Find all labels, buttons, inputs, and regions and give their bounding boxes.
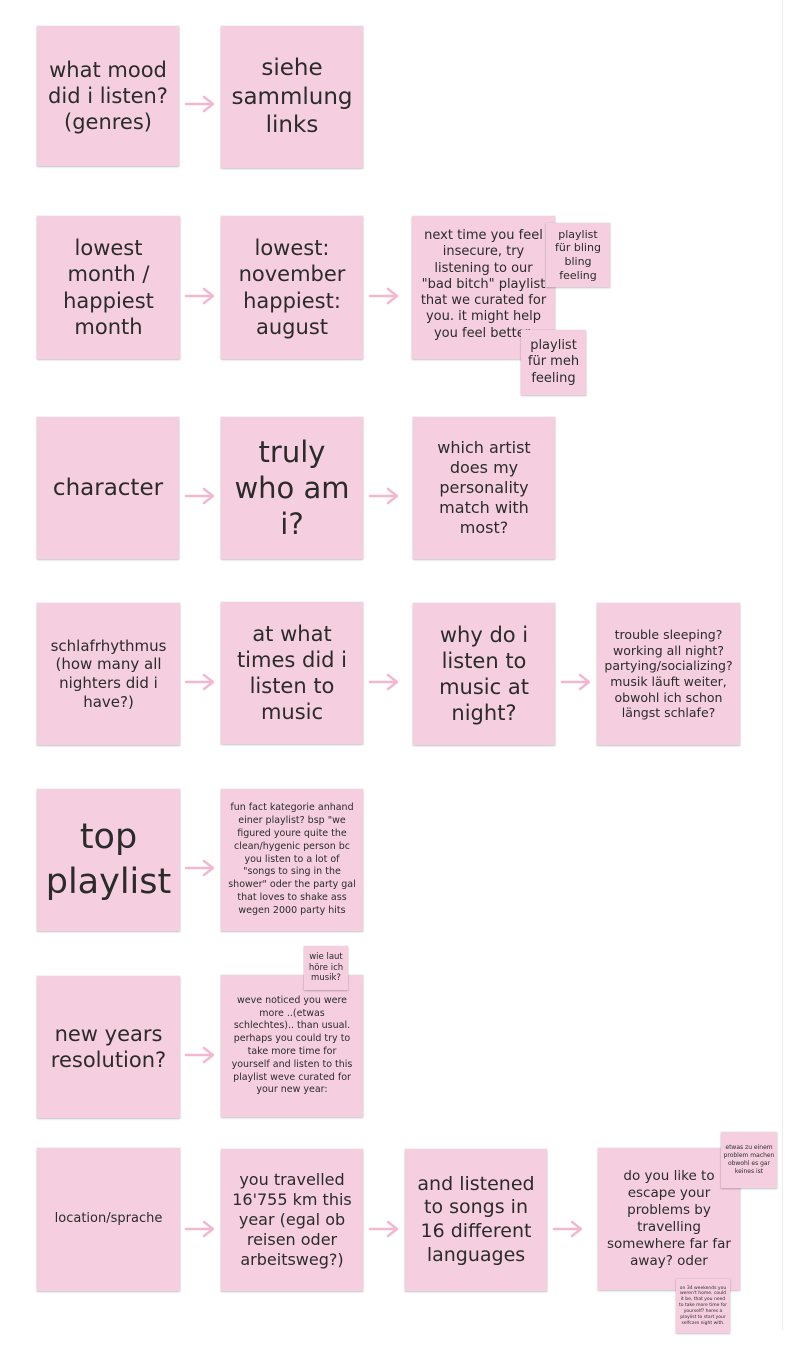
arrow-icon	[184, 1220, 218, 1238]
note-text: do you like to escape your problems by t…	[607, 1168, 731, 1269]
note-text: and listened to songs in 16 different la…	[417, 1172, 535, 1266]
note-playlist-suggestion[interactable]: next time you feel insecure, try listeni…	[412, 216, 555, 359]
arrow-icon	[560, 673, 594, 691]
note-bling-playlist[interactable]: playlist für bling bling feeling	[546, 223, 610, 287]
note-volume[interactable]: wie laut höre ich musik?	[304, 946, 348, 990]
note-text: location/sprache	[54, 1211, 163, 1227]
note-listening-times[interactable]: at what times did i listen to music	[221, 602, 363, 744]
note-fun-fact[interactable]: fun fact kategorie anhand einer playlist…	[221, 789, 363, 931]
arrow-icon	[184, 95, 218, 113]
note-mood-question[interactable]: what mood did i listen? (genres)	[37, 26, 179, 166]
arrow-icon	[368, 1220, 402, 1238]
note-mood-answer[interactable]: siehe sammlung links	[221, 26, 363, 168]
note-problem[interactable]: etwas zu einem problem machen obwohl es …	[721, 1132, 777, 1188]
note-text: truly who am i?	[234, 434, 350, 542]
note-text: playlist für bling bling feeling	[555, 227, 601, 282]
note-month-answer[interactable]: lowest: november happiest: august	[221, 216, 363, 359]
arrow-icon	[184, 287, 218, 305]
note-text: trouble sleeping? working all night? par…	[604, 627, 733, 721]
note-text: playlist für meh feeling	[527, 338, 580, 386]
note-travel-distance[interactable]: you travelled 16'755 km this year (egal …	[221, 1149, 363, 1291]
note-month-question[interactable]: lowest month / happiest month	[37, 216, 180, 359]
note-who-am-i[interactable]: truly who am i?	[221, 417, 363, 559]
arrow-icon	[368, 287, 402, 305]
note-sleep-rhythm[interactable]: schlafrhythmus (how many all nighters di…	[37, 603, 180, 745]
note-text: which artist does my personality match w…	[437, 438, 531, 537]
note-resolution-text[interactable]: weve noticed you were more ..(etwas schl…	[221, 975, 363, 1117]
note-text: weve noticed you were more ..(etwas schl…	[231, 994, 353, 1096]
arrow-icon	[184, 859, 218, 877]
note-meh-playlist[interactable]: playlist für meh feeling	[521, 330, 586, 395]
note-location[interactable]: location/sprache	[37, 1148, 180, 1291]
note-languages[interactable]: and listened to songs in 16 different la…	[405, 1149, 547, 1291]
note-weekends[interactable]: on 34 weekends you weren't home. could i…	[676, 1279, 730, 1333]
arrow-icon	[184, 487, 218, 505]
note-artist-match[interactable]: which artist does my personality match w…	[413, 417, 555, 559]
note-text: character	[52, 474, 164, 501]
arrow-icon	[368, 673, 402, 691]
note-escape-question[interactable]: do you like to escape your problems by t…	[598, 1148, 740, 1290]
note-new-years[interactable]: new years resolution?	[37, 976, 180, 1118]
note-sleep-reasons[interactable]: trouble sleeping? working all night? par…	[597, 603, 740, 745]
note-night-listening[interactable]: why do i listen to music at night?	[413, 603, 555, 745]
arrow-icon	[368, 487, 402, 505]
arrow-icon	[184, 1046, 218, 1064]
note-text: on 34 weekends you weren't home. could i…	[679, 1285, 727, 1326]
note-text: new years resolution?	[50, 1021, 167, 1072]
note-text: wie laut höre ich musik?	[308, 952, 344, 984]
note-character[interactable]: character	[37, 417, 179, 559]
arrow-icon	[552, 1220, 586, 1238]
note-text: top playlist	[45, 816, 172, 903]
note-text: you travelled 16'755 km this year (egal …	[232, 1170, 352, 1269]
note-text: what mood did i listen? (genres)	[48, 57, 168, 135]
note-text: lowest: november happiest: august	[238, 236, 346, 339]
canvas-edge	[782, 0, 783, 1330]
note-text: lowest month / happiest month	[63, 236, 154, 339]
note-text: fun fact kategorie anhand einer playlist…	[228, 802, 356, 916]
arrow-icon	[184, 673, 218, 691]
note-text: next time you feel insecure, try listeni…	[420, 228, 547, 341]
note-text: schlafrhythmus (how many all nighters di…	[50, 636, 167, 711]
note-text: at what times did i listen to music	[236, 621, 348, 725]
note-text: why do i listen to music at night?	[439, 622, 529, 726]
note-text: etwas zu einem problem machen obwohl es …	[723, 1144, 775, 1175]
note-text: siehe sammlung links	[231, 54, 353, 139]
note-top-playlist[interactable]: top playlist	[37, 789, 180, 931]
